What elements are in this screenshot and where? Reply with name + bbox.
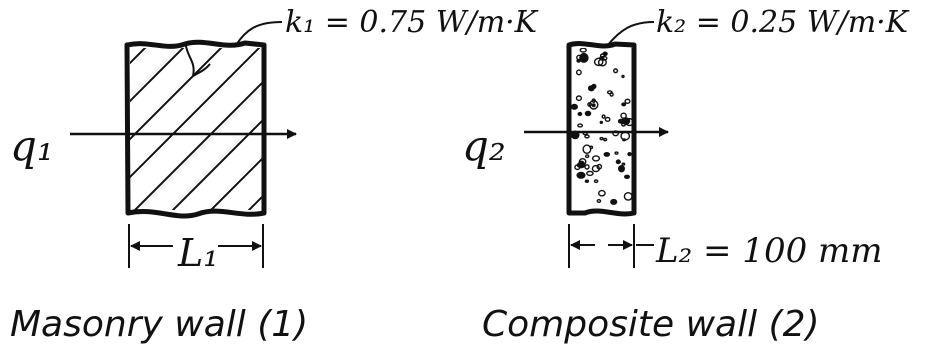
speckle [577,160,586,169]
speckle [575,95,583,102]
speckle [622,138,627,142]
composite-speckles [571,48,632,205]
speckle [577,111,583,117]
speckle [587,85,595,92]
speckle [623,192,632,201]
speckle [576,171,586,179]
speckle [593,179,599,184]
speckle [599,120,603,124]
speckle [621,74,625,79]
speckle [571,103,578,110]
speckle [576,58,581,63]
masonry-crack [185,45,211,78]
speckle [593,57,604,67]
speckle [627,152,632,157]
hatch-line [171,119,262,210]
L1-label: L₁ [177,231,218,275]
speckle [612,68,619,74]
speckle [584,179,590,183]
speckle [624,174,631,180]
speckle [598,189,606,197]
speckle [591,103,596,108]
masonry-wall-caption: Masonry wall (1) [10,304,308,345]
speckle [588,99,599,110]
speckle [579,52,589,63]
speckle [615,159,621,165]
L2-dimension [568,224,654,268]
speckle [584,134,590,139]
speckle [603,137,608,142]
k1-label: k₁ = 0.75 W/m·K [285,5,539,40]
speckle [596,198,602,203]
speckle [621,117,631,125]
L1-dimension [128,224,264,268]
hatch-line [130,48,223,141]
speckle [576,69,582,76]
speckle [621,102,627,107]
speckle [624,98,631,105]
composite-wall-outline [566,41,637,217]
hatch-line [130,48,261,179]
speckle [577,123,584,128]
hatch-line [282,45,452,215]
k1-leader-line [235,21,283,46]
composite-wall [566,41,637,217]
speckle [582,144,592,154]
speckle [591,155,601,162]
hatch-line [133,81,262,210]
masonry-wall-outline [124,39,267,219]
k2-label: k₂ = 0.25 W/m·K [656,5,910,40]
hatch-line [209,157,262,210]
masonry-wall [124,39,452,219]
hatch-line [130,48,185,103]
k2-leader-line [607,21,655,46]
masonry-hatching [130,45,452,215]
speckle [604,116,611,122]
speckle [599,136,604,141]
speckle [601,55,608,61]
speckle [621,162,626,166]
speckle [606,90,613,95]
speckle [603,151,611,157]
speckle [614,151,619,155]
q2-label: q₂ [462,121,506,170]
speckle [585,154,590,159]
L2-label: L₂ = 100 mm [655,231,883,271]
speckle [584,164,590,170]
hatch-line [247,195,262,210]
composite-wall-caption: Composite wall (2) [482,304,820,345]
speckle [586,170,594,177]
speckle [579,48,587,53]
speckle [610,198,618,205]
speckle [618,164,626,173]
speckle [589,145,594,150]
speckle [591,164,601,173]
speckle [601,114,606,119]
speckle [584,110,592,117]
q1-label: q₁ [10,121,54,170]
